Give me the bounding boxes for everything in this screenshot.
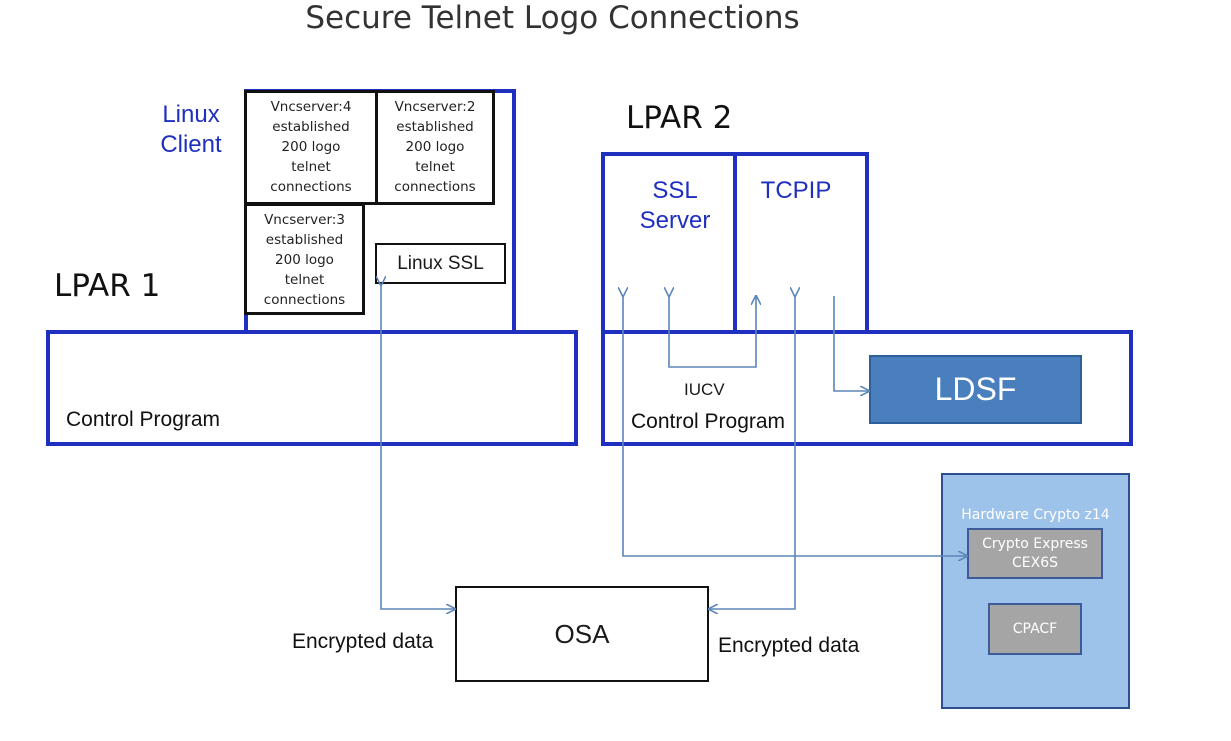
vnc4-line3: 200 logo: [281, 139, 341, 155]
lpar2-label: LPAR 2: [626, 100, 733, 136]
vnc3-line3: 200 logo: [275, 252, 334, 268]
vnc2-line4: telnet: [415, 159, 455, 175]
vnc2-line2: established: [396, 119, 474, 135]
linux-client-label-line2: Client: [160, 131, 222, 158]
vncserver-3-box: Vncserver:3 established 200 logo telnet …: [244, 203, 365, 315]
iucv-label: IUCV: [684, 380, 725, 399]
lpar1-label: LPAR 1: [54, 268, 161, 304]
hardware-crypto-title: Hardware Crypto z14: [961, 507, 1110, 523]
tcpip-label: TCPIP: [760, 177, 832, 204]
encrypted-data-left-label: Encrypted data: [292, 630, 434, 653]
osa-box: OSA: [455, 586, 709, 682]
vnc3-line1: Vncserver:3: [264, 212, 345, 228]
vnc2-line5: connections: [394, 179, 476, 195]
vnc3-line5: connections: [263, 292, 346, 308]
ssl-server-line1: SSL: [652, 177, 698, 204]
vnc4-line1: Vncserver:4: [270, 99, 352, 115]
vnc3-line2: established: [265, 232, 344, 248]
osa-label: OSA: [554, 618, 610, 649]
crypto-express-box: Crypto Express CEX6S: [967, 528, 1103, 579]
cpacf-label: CPACF: [1012, 620, 1058, 637]
vnc4-line2: established: [272, 119, 350, 135]
linux-client-label-line1: Linux: [162, 101, 220, 128]
linux-client-label: Linux Client: [150, 100, 232, 160]
hardware-crypto-box: [941, 473, 1130, 709]
ldsf-box: LDSF: [869, 355, 1082, 424]
lpar1-control-program-label: Control Program: [66, 408, 221, 431]
vnc2-line3: 200 logo: [405, 139, 465, 155]
vnc4-line4: telnet: [291, 159, 331, 175]
ssl-server-label: SSL Server: [615, 176, 735, 236]
linux-ssl-box: Linux SSL: [375, 243, 506, 284]
linux-ssl-label: Linux SSL: [397, 252, 484, 274]
crypto-express-line2: CEX6S: [1011, 554, 1058, 571]
lpar1-control-program-box: [46, 330, 578, 446]
vnc3-line4: telnet: [284, 272, 325, 288]
diagram-title: Secure Telnet Logo Connections: [305, 0, 800, 36]
ssl-server-line2: Server: [639, 207, 711, 234]
vncserver-4-box: Vncserver:4 established 200 logo telnet …: [244, 90, 378, 205]
vnc2-line1: Vncserver:2: [394, 99, 476, 115]
lpar2-control-program-label: Control Program: [631, 410, 786, 433]
ldsf-label: LDSF: [934, 371, 1017, 407]
crypto-express-line1: Crypto Express: [982, 535, 1088, 552]
vncserver-2-box: Vncserver:2 established 200 logo telnet …: [375, 90, 495, 205]
cpacf-box: CPACF: [988, 603, 1082, 655]
vnc4-line5: connections: [270, 179, 352, 195]
encrypted-data-right-label: Encrypted data: [718, 634, 860, 657]
